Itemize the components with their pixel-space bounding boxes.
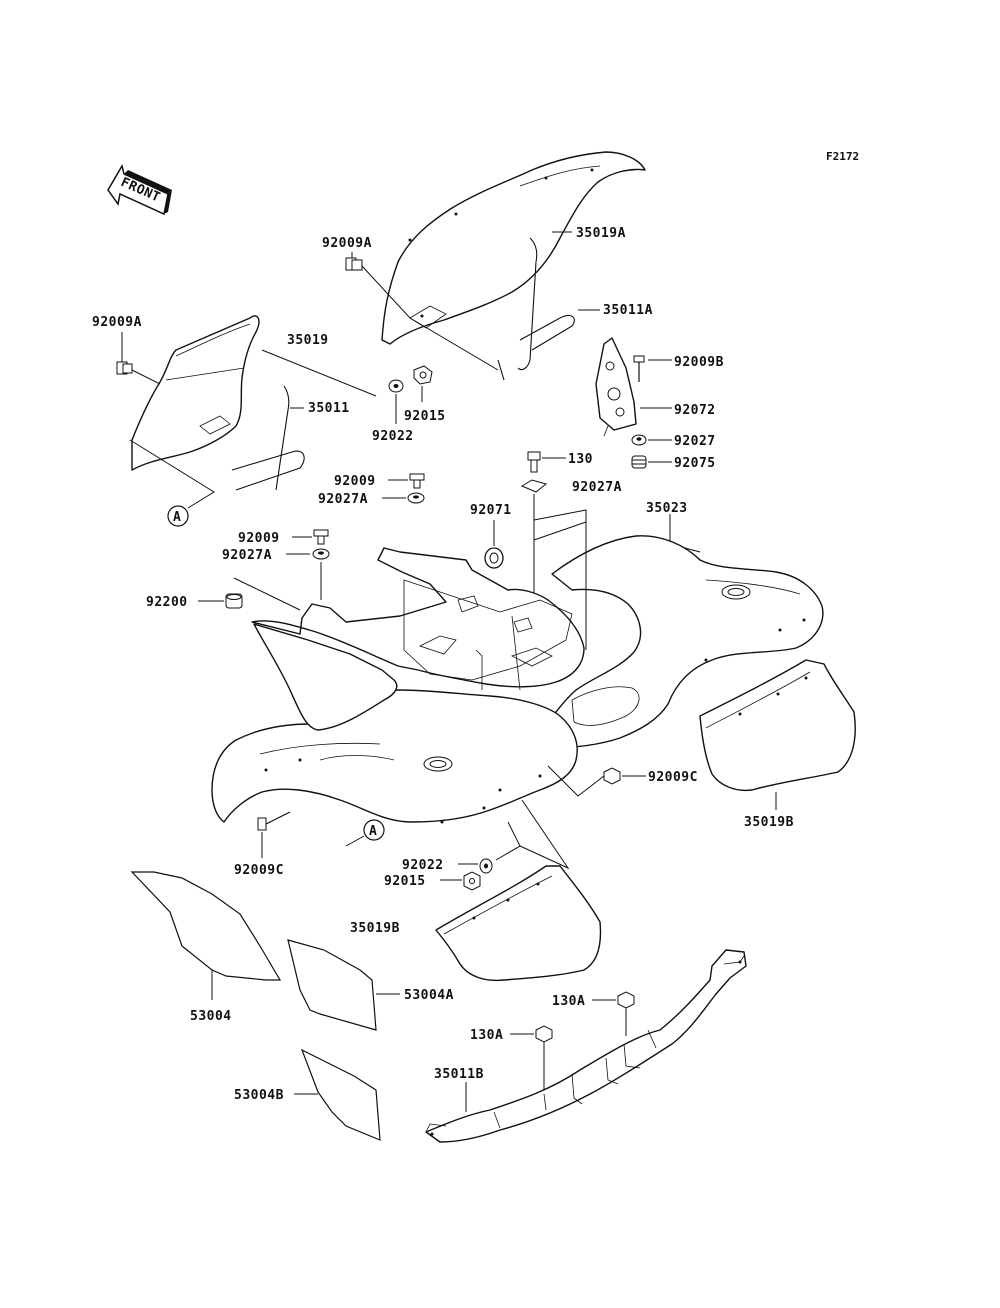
callout-35019B-left: 35019B: [350, 921, 400, 936]
front-arrow-icon: FRONT: [107, 164, 172, 216]
callout-92009C-right: 92009C: [648, 770, 698, 785]
leader-35019: [261, 349, 377, 397]
callout-92009B: 92009B: [674, 355, 724, 370]
leader-ref-a-top: [129, 439, 215, 509]
callout-92075: 92075: [674, 456, 716, 471]
callout-53004: 53004: [190, 1009, 232, 1024]
leader-92027A-right-2: [533, 521, 587, 541]
leader-92009A-top-route: [361, 265, 499, 371]
callout-92027A-a: 92027A: [318, 492, 368, 507]
callout-35019B-right: 35019B: [744, 815, 794, 830]
bolt-92009C-right: [603, 767, 621, 785]
callout-92027: 92027: [674, 434, 716, 449]
callout-92072: 92072: [674, 403, 716, 418]
figure-code: F2172: [826, 150, 859, 163]
callout-92009C-left: 92009C: [234, 863, 284, 878]
part-35011A: [497, 237, 575, 381]
part-35019A: [381, 151, 646, 345]
leader-92027A-right: [533, 509, 587, 650]
part-35019: [131, 315, 260, 471]
callout-130A-b: 130A: [470, 1028, 503, 1043]
bolt-92009-b: [313, 529, 329, 545]
svg-text:A: A: [369, 824, 377, 839]
leader-ref-a-bottom: [345, 835, 365, 847]
callout-92027A-b: 92027A: [222, 548, 272, 563]
leader-92200-up: [233, 577, 301, 611]
callout-92015-top: 92015: [404, 409, 446, 424]
callout-92200: 92200: [146, 595, 188, 610]
part-35011: [231, 385, 305, 491]
sheet-53004A: [287, 939, 377, 1031]
nut-92015-top: [413, 365, 433, 385]
part-92072-bracket: [595, 337, 637, 437]
washer-92027: [631, 434, 647, 446]
callout-92027A-right: 92027A: [572, 480, 622, 495]
callout-35011A: 35011A: [603, 303, 653, 318]
washer-92027A-b: [312, 548, 330, 560]
callout-53004A: 53004A: [404, 988, 454, 1003]
callout-92009A-top: 92009A: [322, 236, 372, 251]
callout-35019: 35019: [287, 333, 329, 348]
callout-35019A: 35019A: [576, 226, 626, 241]
part-35023-rear-fender: [211, 535, 824, 824]
callout-92022-bottom: 92022: [402, 858, 444, 873]
callout-92022-top: 92022: [372, 429, 414, 444]
sheet-53004B: [300, 1048, 381, 1141]
washer-92022-top: [388, 379, 404, 393]
bolt-92009C-left: [257, 811, 291, 831]
bolt-130: [527, 451, 541, 473]
part-35019B-left: [435, 865, 602, 982]
reference-mark-a-top: A: [167, 505, 189, 527]
grommet-92075: [631, 455, 647, 469]
sheet-53004: [130, 871, 282, 981]
bolt-130A-b: [535, 1025, 553, 1090]
callout-53004B: 53004B: [234, 1088, 284, 1103]
spacer-92200: [225, 593, 243, 609]
washer-92027A-right: [520, 479, 548, 493]
leader-92009C-right-2: [547, 765, 605, 797]
part-35019B-right: [699, 659, 856, 792]
callout-35011B: 35011B: [434, 1067, 484, 1082]
callout-92015-bottom: 92015: [384, 874, 426, 889]
leader-92015-mount: [495, 799, 570, 870]
bolt-92009B: [633, 355, 645, 382]
part-35011B: [425, 949, 747, 1143]
bolt-92009-a: [409, 473, 425, 489]
washer-92027A-a: [407, 492, 425, 504]
callout-92009-a: 92009: [334, 474, 376, 489]
bolt-92009A-left: [116, 361, 133, 375]
grommet-92071: [484, 547, 504, 569]
svg-text:A: A: [173, 510, 181, 525]
callout-92009A-left: 92009A: [92, 315, 142, 330]
callout-130: 130: [568, 452, 593, 467]
bolt-130A-a: [617, 991, 635, 1036]
nut-92015-bottom: [463, 871, 481, 891]
leader-92009A-left-2: [131, 369, 161, 385]
callout-92071: 92071: [470, 503, 512, 518]
callout-35023: 35023: [646, 501, 688, 516]
reference-mark-a-bottom: A: [363, 819, 385, 841]
callout-130A-a: 130A: [552, 994, 585, 1009]
bolt-92009A-top: [345, 257, 363, 271]
washer-92022-bottom: [479, 858, 493, 874]
callout-92009-b: 92009: [238, 531, 280, 546]
callout-35011: 35011: [308, 401, 350, 416]
